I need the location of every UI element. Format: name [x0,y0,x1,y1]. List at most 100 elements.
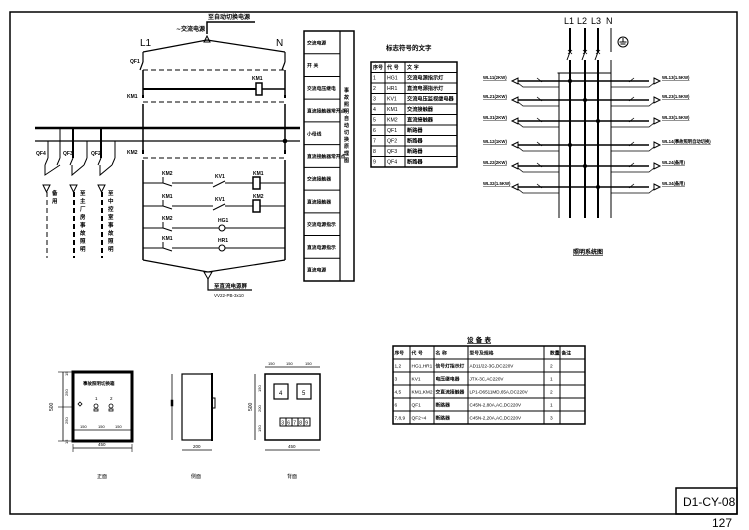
km1-label: KM1 [127,94,138,100]
back-top-seg-2: 150 [286,361,293,366]
right-feeder-label: WL14(事故照明自动切换) [662,138,711,145]
feeder-arrow-icon [510,141,519,149]
equipment-table-cell: LP1-D6511MD,65A,DC220V [470,390,529,395]
function-title-char: 图 [344,157,349,164]
phase-L3: L3 [591,16,601,26]
function-item: 开 关 [307,62,318,69]
symbol-table-cell: 8 [373,149,376,155]
function-title-char: 照 [344,101,349,108]
branch-label-char: 中 [108,197,114,205]
breaker-slot [303,417,311,427]
branch-label-char: 室 [108,213,114,221]
symbol-table-cell: QF3 [387,149,397,155]
symbol-table-header: 文 字 [407,64,419,71]
branch-qf4 [42,128,61,258]
front-seg-2: 150 [98,424,105,429]
breaker-slot-label: 9 [305,421,308,427]
equipment-table-header: 代 号 [411,350,423,357]
equipment-table-cell: 2 [550,390,553,396]
dc-feed-line [142,259,286,273]
function-item: 交流电压继电 [307,85,336,92]
front-panel-label: 事故照明切换箱 [83,380,115,387]
equipment-table-cell: 1,2 [395,364,402,370]
equipment-table-header: 名 称 [436,350,447,357]
function-title-char: 理 [344,150,349,157]
symbol-table-header: 代 号 [386,64,399,71]
symbol-table-cell: 3 [373,97,376,103]
equipment-table-cell: 交直流接触器 [436,389,465,396]
hg1-label: HG1 [218,218,229,224]
equipment-table-cell: 4,5 [395,390,402,396]
symbol-table-cell: 9 [373,160,376,166]
feeder-arrow-icon [653,141,662,149]
equipment-table-cell: C45N-2,20A,AC,DC220V [470,416,523,421]
drawing-number: D1-CY-08 [683,495,736,509]
branch-label-char: 房 [80,213,86,221]
branch-label-char: 明 [108,245,114,253]
equipment-table-cell: 3 [395,377,398,383]
branch-label-char: 控 [108,205,114,213]
branch-label-char: 事 [108,221,114,229]
branch-label-char: 厂 [80,206,86,213]
equipment-table-cell: 2 [550,364,553,370]
feeder-arrow-icon [510,96,519,104]
symbol-table-cell: QF4 [387,160,397,166]
equipment-table-header: 序号 [395,350,405,357]
branch-qf2 [97,128,116,258]
breaker-slot-label: 7 [293,421,296,427]
symbol-table-cell: HG1 [387,76,398,82]
symbol-table-cell: 交流电压监视继电器 [407,95,455,103]
branch-label-char: 至 [108,189,114,197]
auto-switch-schematic [35,21,300,291]
back-height-dim: 500 [248,402,254,411]
branch-label-char: 明 [80,245,86,253]
function-item: 小母线 [306,130,322,137]
function-item: 交流接触器 [307,176,331,183]
symbol-table-cell: 5 [373,118,376,124]
function-item: 直流接触器常开点 [307,153,346,160]
phase-N: N [606,16,613,26]
symbol-table-cell: 直流电源指示灯 [407,84,444,92]
equipment-table-cell: KV1 [412,377,421,383]
back-box-5: 5 [302,391,306,397]
branch-label-char: 事 [80,221,86,229]
right-feeder-label: WL24(备用) [662,159,685,166]
symbol-table-cell: 交流接触器 [407,105,434,113]
back-side-seg-2: 200 [257,405,262,412]
function-title-char: 故 [344,94,349,101]
function-title-char: 明 [344,108,349,115]
symbol-table-cell: QF1 [387,128,397,134]
function-item: 直流电源 [307,267,326,274]
qf2-label: QF2 [91,151,101,157]
drawing-frame [9,11,738,515]
front-height-dim: 500 [49,402,55,411]
front-width-dim: 450 [98,442,106,447]
function-title-char: 动 [344,122,349,129]
row1-kv1-label: KV1 [215,174,225,180]
function-item: 直流电源指示 [307,244,336,251]
equipment-table-cell: 断路器 [436,402,451,409]
back-side-seg-3: 150 [257,425,262,432]
back-side-seg-1: 150 [257,385,262,392]
feeder-arrow-icon [510,117,519,125]
lamp-2-icon [108,403,114,409]
breaker-slot-label: 6 [287,421,290,427]
qf3-label: QF3 [63,151,73,157]
row3-contact-label: KM2 [162,216,173,222]
equipment-table-cell: 6 [395,403,398,409]
left-feeder-label: WL22(2KW) [483,160,507,165]
row4-contact-label: KM1 [162,236,173,242]
phase-l1-label: L1 [140,38,152,49]
symbol-table-cell: HR1 [387,86,397,92]
feeder-arrow-icon [510,183,519,191]
equipment-table-cell: 1 [550,403,553,409]
lamp-2-label: 2 [110,396,113,401]
ac-source-label: ~交流电源 [176,25,205,33]
equipment-table-cell: 1 [550,377,553,383]
symbol-table-cell: KM2 [387,118,398,124]
feeder-arrow-icon [653,77,662,85]
cabinet-front-view [58,370,134,452]
branch-label-char: 至 [80,189,86,197]
